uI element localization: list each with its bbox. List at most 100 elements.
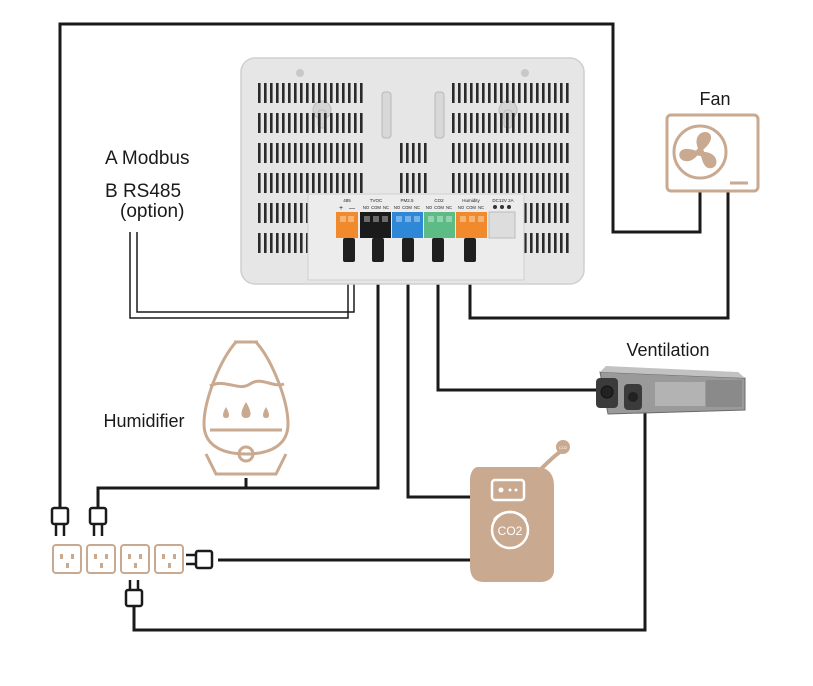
vent-slot xyxy=(500,173,503,193)
pin-pm25-com: COM xyxy=(402,205,412,210)
vent-slot xyxy=(318,83,321,103)
vent-slot xyxy=(530,173,533,193)
vent-slot xyxy=(276,143,279,163)
pin-humidity-nc: NC xyxy=(478,205,484,210)
vent-slot xyxy=(264,233,267,253)
vent-slot xyxy=(354,173,357,193)
vent-slot xyxy=(506,113,509,133)
vent-slot xyxy=(282,143,285,163)
vent-slot xyxy=(276,233,279,253)
vent-slot xyxy=(512,83,515,103)
vent-slot xyxy=(300,173,303,193)
vent-slot xyxy=(300,233,303,253)
vent-slot xyxy=(536,113,539,133)
vent-slot xyxy=(488,173,491,193)
vent-slot xyxy=(548,143,551,163)
vent-slot xyxy=(300,113,303,133)
vent-slot xyxy=(542,233,545,253)
terminal-tvoc xyxy=(360,212,391,238)
vent-slot xyxy=(482,113,485,133)
vent-slot xyxy=(294,143,297,163)
vent-slot xyxy=(282,83,285,103)
vent-slot xyxy=(542,173,545,193)
vent-slot xyxy=(482,83,485,103)
vent-slot xyxy=(458,83,461,103)
vent-slot xyxy=(330,173,333,193)
vent-slot xyxy=(566,113,569,133)
power-plug-icon xyxy=(186,549,214,570)
power-plug-icon xyxy=(50,506,108,536)
vent-slot xyxy=(476,173,479,193)
vent-slot xyxy=(342,83,345,103)
vent-slot xyxy=(524,203,527,223)
wire-modbus-a xyxy=(129,232,349,319)
vent-slot xyxy=(476,113,479,133)
power-plug-icon xyxy=(124,580,144,608)
vent-slot xyxy=(276,173,279,193)
power-socket-icon xyxy=(52,544,184,574)
wire-plug2-humidifier xyxy=(96,486,246,508)
vent-slot xyxy=(258,113,261,133)
vent-slot xyxy=(464,113,467,133)
cable-pm25 xyxy=(402,238,414,262)
vent-slot xyxy=(560,173,563,193)
vent-slot xyxy=(542,113,545,133)
vent-slot xyxy=(418,143,421,163)
vent-slot xyxy=(458,173,461,193)
vent-slot xyxy=(518,173,521,193)
vent-slot xyxy=(288,113,291,133)
vent-slot xyxy=(482,173,485,193)
vent-slot xyxy=(276,113,279,133)
vent-slot xyxy=(354,143,357,163)
vent-slot xyxy=(494,143,497,163)
vent-slot xyxy=(488,83,491,103)
vent-slot xyxy=(548,173,551,193)
vent-slot xyxy=(548,83,551,103)
vent-slot xyxy=(270,143,273,163)
vent-slot xyxy=(360,83,363,103)
pin-co2-no: NO xyxy=(426,205,433,210)
vent-slot xyxy=(300,143,303,163)
vent-slot xyxy=(452,143,455,163)
co2-sensor-icon: CO2 CO2 xyxy=(470,440,570,582)
vent-slot xyxy=(566,203,569,223)
vent-slot xyxy=(560,113,563,133)
vent-slot xyxy=(270,83,273,103)
vent-slot xyxy=(348,173,351,193)
vent-slot xyxy=(360,143,363,163)
vent-slot xyxy=(500,83,503,103)
terminal-co2 xyxy=(424,212,455,238)
ventilation-unit-icon xyxy=(596,366,746,415)
vent-slot xyxy=(288,203,291,223)
vent-slot xyxy=(336,143,339,163)
vent-slot xyxy=(288,83,291,103)
vent-slot xyxy=(406,143,409,163)
vent-slot xyxy=(566,233,569,253)
vent-slot xyxy=(294,113,297,133)
terminal-dc12v xyxy=(488,211,516,239)
vent-slot xyxy=(470,83,473,103)
vent-slot xyxy=(324,113,327,133)
vent-slot xyxy=(548,113,551,133)
cable-co2 xyxy=(432,238,444,262)
terminal-label-485: 485 xyxy=(343,198,351,203)
vent-slot xyxy=(560,203,563,223)
vent-slot xyxy=(300,83,303,103)
vent-slot xyxy=(542,203,545,223)
vent-slot xyxy=(524,83,527,103)
vent-slot xyxy=(554,203,557,223)
vent-slot xyxy=(506,83,509,103)
vent-slot xyxy=(424,143,427,163)
pin-tvoc-no: NO xyxy=(363,205,370,210)
vent-slot xyxy=(282,233,285,253)
vent-slot xyxy=(330,143,333,163)
pin-pm25-no: NO xyxy=(394,205,401,210)
vent-slot xyxy=(470,143,473,163)
vent-slot xyxy=(554,83,557,103)
vent-slot xyxy=(494,113,497,133)
vent-slot xyxy=(494,173,497,193)
vent-slot xyxy=(264,173,267,193)
vent-slot xyxy=(518,83,521,103)
vent-slot xyxy=(354,83,357,103)
cable-485 xyxy=(343,238,355,262)
